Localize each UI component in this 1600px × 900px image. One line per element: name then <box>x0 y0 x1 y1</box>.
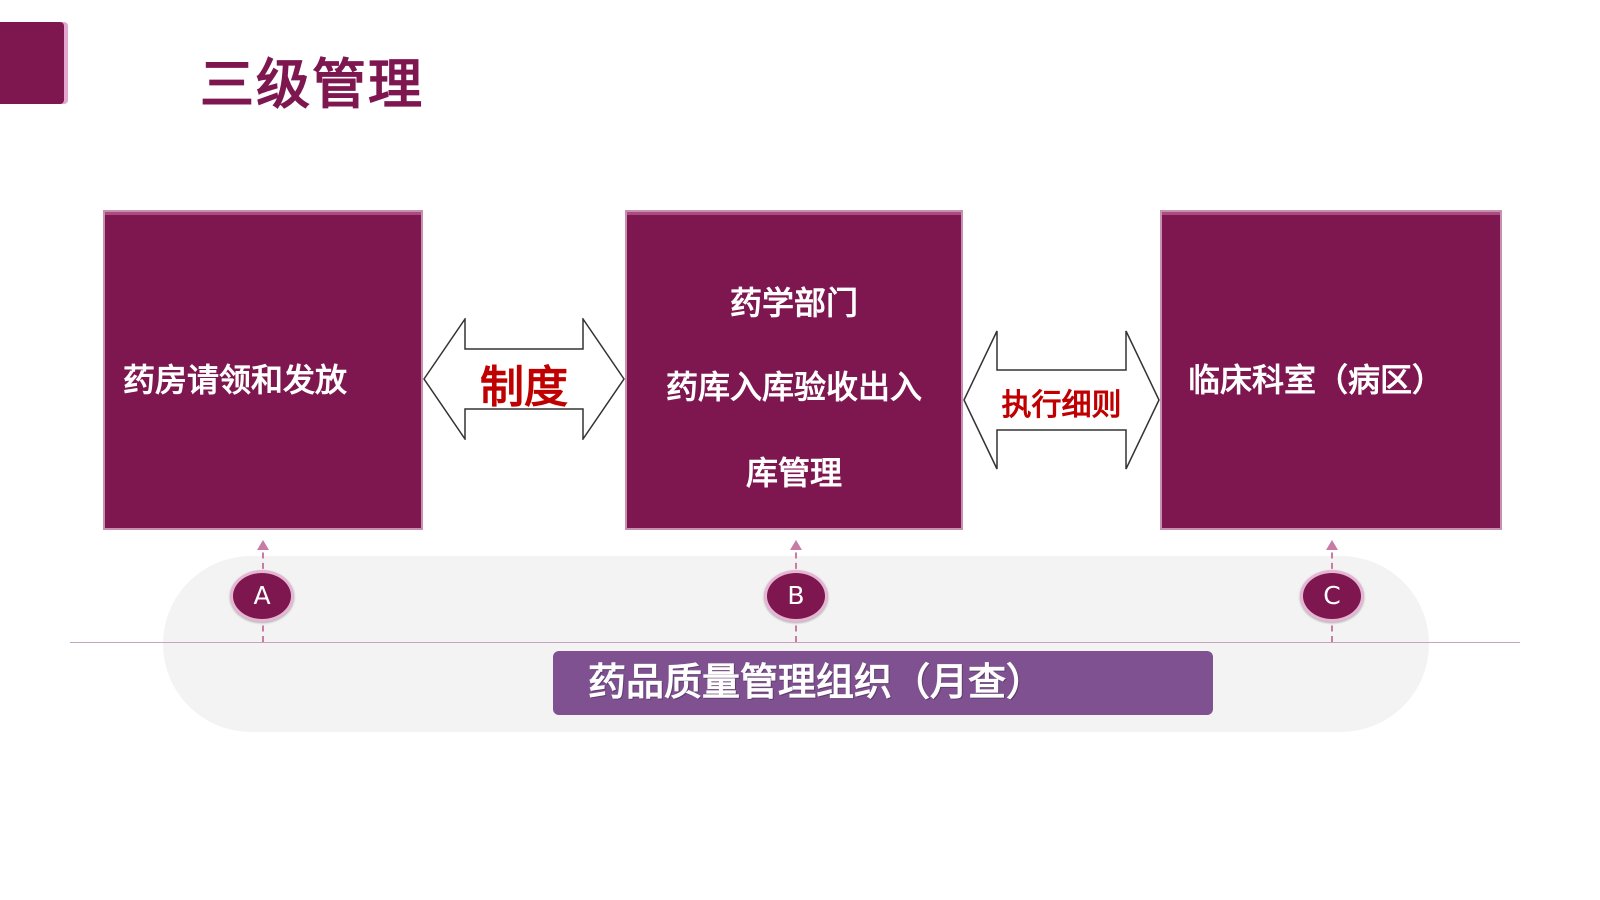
connector-arrowhead-c <box>1326 540 1338 550</box>
connector-arrowhead-a <box>257 540 269 550</box>
double-arrow-shape <box>963 330 1160 470</box>
double-arrow-shape <box>423 316 625 442</box>
double-arrow-right: 执行细则 <box>963 330 1160 470</box>
department-line-3: 库管理 <box>745 454 842 492</box>
double-arrow-left: 制度 <box>423 316 625 442</box>
corner-accent-mark <box>0 22 64 104</box>
detailed-rules-label: 执行细则 <box>1001 388 1122 423</box>
pharmacy-label: 药房请领和发放 <box>123 361 348 399</box>
node-a: A <box>230 570 294 622</box>
pharmacy-box: 药房请领和发放 <box>103 210 423 530</box>
node-b: B <box>764 570 828 622</box>
department-title: 药学部门 <box>729 284 858 322</box>
clinical-department-box: 临床科室（病区） <box>1160 210 1502 530</box>
clinical-label: 临床科室（病区） <box>1188 361 1445 399</box>
system-label: 制度 <box>480 362 568 413</box>
node-c: C <box>1300 570 1364 622</box>
connector-arrowhead-b <box>790 540 802 550</box>
department-line-2: 药库入库验收出入 <box>665 368 922 406</box>
baseline-divider <box>70 642 1520 643</box>
pharmacy-department-box: 药学部门 药库入库验收出入 库管理 <box>625 210 963 530</box>
slide-title: 三级管理 <box>200 53 424 116</box>
quality-management-org-bar: 药品质量管理组织（月查） <box>553 651 1213 715</box>
